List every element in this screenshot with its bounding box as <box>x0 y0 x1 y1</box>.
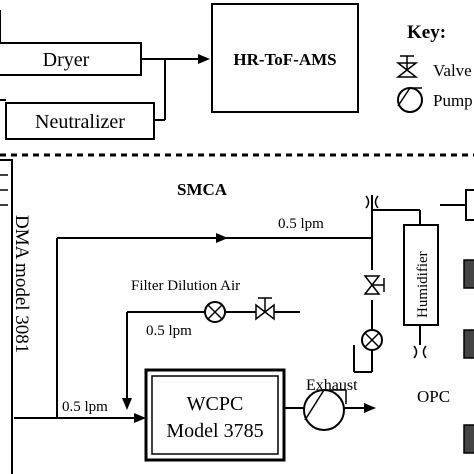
wcpc-label-line1: WCPC <box>187 393 244 415</box>
opc-detector-1 <box>463 259 474 289</box>
orifice-icon <box>365 195 379 209</box>
exhaust-flow-lines <box>284 403 376 413</box>
dilution-valve-icon <box>255 297 275 321</box>
dryer-label: Dryer <box>43 49 90 71</box>
orifice-icon-2 <box>413 345 427 359</box>
dryer-box: Dryer <box>0 42 142 76</box>
key-legend: Key: Valve Pump <box>395 22 473 113</box>
ams-label: HR-ToF-AMS <box>233 50 336 69</box>
main-flow-lines <box>14 233 372 423</box>
opc-inlet-box <box>465 189 474 221</box>
filter-dilution-label: Filter Dilution Air <box>131 278 240 294</box>
opc-detector-2 <box>463 329 474 359</box>
neutralizer-box: Neutralizer <box>5 102 155 140</box>
key-pump-label: Pump <box>433 91 473 110</box>
flow-label-top: 0.5 lpm <box>278 216 324 232</box>
key-title: Key: <box>407 22 446 43</box>
dma-column: DMA model 3081 <box>0 159 32 474</box>
humidifier-box: Humidifier <box>403 224 439 326</box>
wcpc-label-line2: Model 3785 <box>166 420 263 442</box>
opc-detector-3 <box>463 424 474 454</box>
neutralizer-label: Neutralizer <box>35 111 125 133</box>
opc-label: OPC <box>417 387 450 406</box>
smca-title: SMCA <box>177 180 228 199</box>
key-valve-label: Valve <box>433 61 472 80</box>
manifold-filter-icon <box>361 329 383 351</box>
ams-box: HR-ToF-AMS <box>211 3 359 113</box>
flow-label-middle: 0.5 lpm <box>146 323 192 339</box>
top-flow-lines <box>0 10 210 121</box>
exhaust-pump-icon <box>303 389 347 431</box>
flow-label-bottom: 0.5 lpm <box>62 399 108 415</box>
manifold-valve-icon <box>363 275 385 295</box>
pump-icon <box>397 87 423 113</box>
wcpc-box: WCPC Model 3785 <box>144 368 286 462</box>
right-manifold-lines <box>353 195 466 373</box>
dma-label: DMA model 3081 <box>11 215 32 353</box>
filter-icon <box>204 301 226 323</box>
humidifier-label: Humidifier <box>415 251 431 318</box>
valve-icon <box>395 55 419 78</box>
